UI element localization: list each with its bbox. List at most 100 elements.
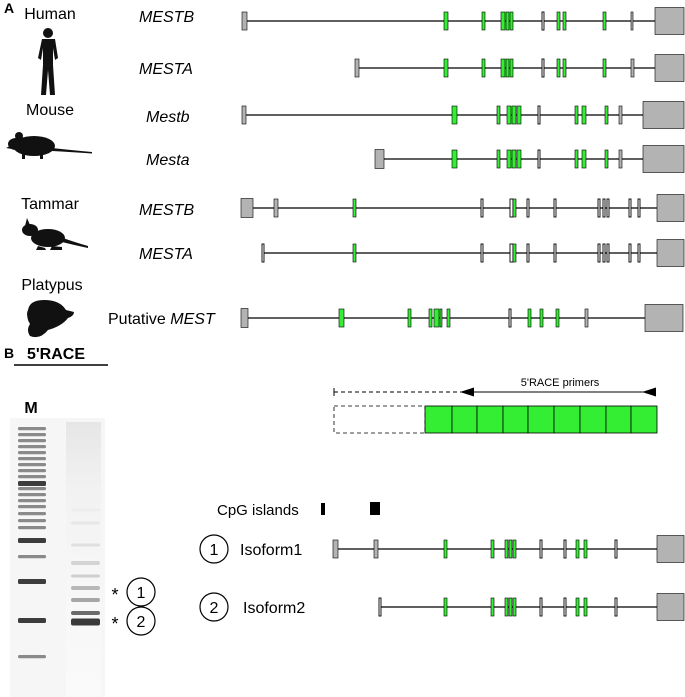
utr-exon [241, 105, 247, 125]
exon-marker [628, 198, 632, 218]
coding-exon [516, 105, 522, 125]
coding-exon [496, 105, 501, 125]
utr-exon [618, 105, 623, 125]
ladder-band [18, 475, 46, 479]
race-unknown-utr-box [333, 405, 426, 434]
sample-band [71, 618, 100, 626]
coding-exon [443, 58, 449, 78]
ladder-band [18, 526, 46, 530]
utr-exon [240, 198, 254, 218]
isoform-2-label: Isoform2 [243, 600, 305, 617]
ladder-band [18, 445, 46, 449]
gel-sample-lane [66, 422, 101, 697]
exon-marker [541, 58, 545, 78]
exon-marker [537, 149, 541, 169]
utr-exon [642, 145, 685, 173]
ladder-band [18, 469, 46, 473]
exon-marker [508, 308, 512, 328]
coding-exon [574, 149, 579, 169]
utr-exon [656, 194, 685, 222]
gene-label-human-mestb: MESTB [139, 9, 194, 26]
isoform-1-number: 1 [210, 542, 219, 559]
cpg-island-marker-2 [370, 502, 380, 515]
ladder-band [18, 519, 46, 523]
human-silhouette-icon [38, 28, 58, 95]
coding-exon [602, 11, 607, 31]
coding-exon [338, 308, 345, 328]
coding-exon [512, 198, 517, 218]
exon-marker [602, 198, 606, 218]
ladder-band [18, 493, 46, 497]
coding-exon [555, 308, 560, 328]
exon-marker [378, 597, 382, 617]
exon-marker [480, 243, 484, 263]
coding-exon [500, 58, 506, 78]
gene-structure-mouse-mestb [241, 101, 685, 129]
exon-marker [597, 198, 601, 218]
coding-exon [451, 149, 458, 169]
gel-title: 5'RACE [27, 346, 85, 363]
coding-exon [443, 597, 448, 617]
gene-label-mouse-mesta: Mesta [146, 152, 190, 169]
race-primer-arrowhead-right [642, 387, 656, 397]
gene-label-name: MEST [170, 311, 216, 328]
exon-marker [509, 198, 514, 218]
ladder-band [18, 538, 46, 543]
species-name-platypus: Platypus [21, 277, 82, 294]
gene-structure-human-mestb [241, 7, 685, 35]
isoform-2-number: 2 [210, 600, 219, 617]
coding-exon [439, 308, 443, 328]
coding-exon [506, 105, 512, 125]
exon-marker [614, 539, 618, 559]
coding-exon [443, 11, 449, 31]
exon-marker [537, 105, 541, 125]
band-2-star: * [111, 614, 118, 634]
ladder-band [18, 439, 46, 443]
coding-exon [512, 597, 517, 617]
exon-marker [597, 243, 601, 263]
exon-marker [628, 243, 632, 263]
coding-exon [575, 539, 580, 559]
band-1-number: 1 [137, 585, 146, 602]
utr-exon [374, 149, 385, 169]
ladder-band [18, 451, 46, 455]
gene-label-prefix: Putative [108, 311, 166, 328]
coding-exon [581, 105, 587, 125]
band-1-star: * [111, 585, 118, 605]
gene-structure-isoform-2 [378, 593, 685, 621]
race-coding-exon-box [553, 405, 581, 434]
gel-sample-bands [71, 508, 100, 626]
gene-structure-mouse-mesta [374, 145, 685, 173]
coding-exon [575, 597, 580, 617]
ladder-band [18, 481, 46, 486]
race-coding-exon-box [527, 405, 555, 434]
band-1-circle [126, 577, 156, 607]
exon-marker [602, 243, 606, 263]
utr-exon [630, 58, 635, 78]
isoform-2-circle [199, 592, 229, 622]
coding-exon [604, 149, 609, 169]
sample-band [71, 521, 100, 525]
coding-exon [511, 149, 517, 169]
utr-exon [656, 593, 685, 621]
exon-marker [614, 597, 618, 617]
exon-marker [539, 539, 543, 559]
coding-exon [428, 308, 433, 328]
band-2-circle [126, 606, 156, 636]
tammar-silhouette-icon [22, 218, 88, 250]
sample-band [71, 611, 100, 615]
coding-exon [481, 11, 486, 31]
exon-marker [563, 539, 567, 559]
ladder-band [18, 505, 46, 509]
gene-label-platypus-mest: Putative MEST [108, 311, 216, 328]
ladder-band [18, 618, 46, 623]
ladder-band [18, 433, 46, 437]
coding-exon [508, 539, 513, 559]
utr-exon [642, 101, 685, 129]
exon-marker [637, 243, 641, 263]
exon-marker [480, 198, 484, 218]
utr-exon [240, 308, 249, 328]
gel-ladder-lane [18, 427, 46, 659]
gene-structure-human-mesta [354, 54, 685, 82]
coding-exon [562, 11, 567, 31]
